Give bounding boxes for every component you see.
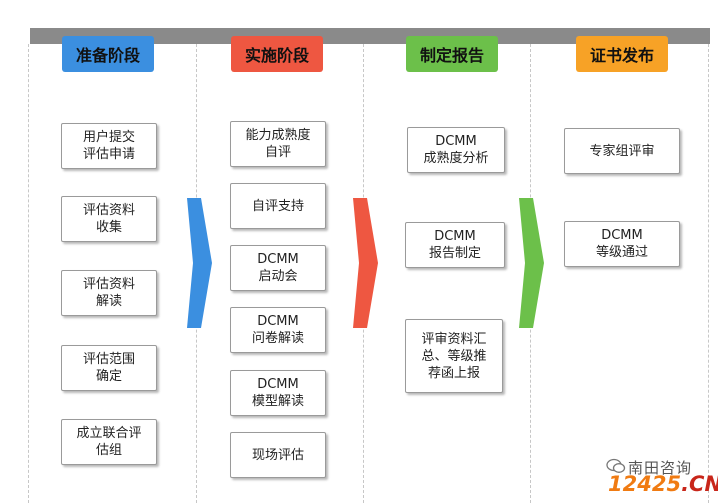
site-number: 12425 (608, 472, 682, 496)
step-box: DCMM 模型解读 (230, 370, 326, 416)
step-box: 专家组评审 (564, 128, 680, 174)
header-bar (30, 28, 710, 44)
step-box: 评估范围 确定 (61, 345, 157, 391)
wechat-icon (606, 458, 626, 473)
step-box: 评审资料汇 总、等级推 荐函上报 (405, 319, 503, 393)
arrow-right-icon (353, 198, 378, 328)
column-divider (708, 44, 709, 503)
step-box: 成立联合评 估组 (61, 419, 157, 465)
step-box: DCMM 成熟度分析 (407, 127, 505, 173)
site-suffix: .CN (681, 472, 718, 496)
phase-prepare-label: 准备阶段 (62, 36, 154, 72)
step-box: 评估资料 收集 (61, 196, 157, 242)
step-box: DCMM 报告制定 (405, 222, 505, 268)
step-box: DCMM 问卷解读 (230, 307, 326, 353)
phase-implement-label: 实施阶段 (231, 36, 323, 72)
step-box: 现场评估 (230, 432, 326, 478)
site-watermark: 12425.CN (608, 472, 718, 496)
step-box: 评估资料 解读 (61, 270, 157, 316)
step-box: 能力成熟度 自评 (230, 121, 326, 167)
step-box: DCMM 启动会 (230, 245, 326, 291)
watermark-account: 南田咨询 (628, 459, 693, 477)
column-divider (28, 44, 29, 503)
phase-report-label: 制定报告 (406, 36, 498, 72)
arrow-right-icon (187, 198, 212, 328)
phase-certificate-label: 证书发布 (576, 36, 668, 72)
arrow-right-icon (519, 198, 544, 328)
step-box: 自评支持 (230, 183, 326, 229)
step-box: 用户提交 评估申请 (61, 123, 157, 169)
step-box: DCMM 等级通过 (564, 221, 680, 267)
